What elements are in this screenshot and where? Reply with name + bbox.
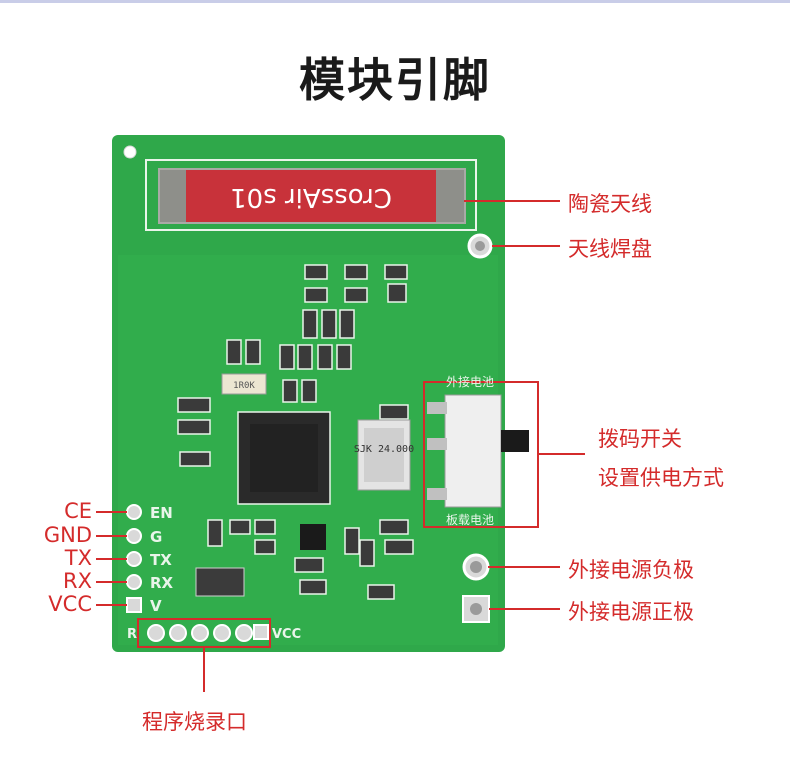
crystal-oscillator: SJK 24.000 [354, 419, 414, 491]
callout-dip-switch-line1: 拨码开关 [598, 427, 682, 451]
sensor-chip [300, 524, 326, 550]
callout-lines [96, 200, 585, 692]
callout-ceramic-antenna: 陶瓷天线 [568, 192, 652, 216]
crystal-label: SJK 24.000 [354, 444, 414, 455]
silk-pin-en: EN [150, 504, 173, 522]
antenna-silk-text: CrossAir s01 [230, 182, 392, 212]
pin-label-vcc: VCC [48, 592, 92, 616]
silk-header-vcc: VCC [272, 627, 301, 642]
callout-ext-power-positive: 外接电源正极 [568, 600, 694, 624]
smd-components [177, 264, 414, 600]
callout-antenna-pad: 天线焊盘 [568, 237, 652, 261]
inductor [195, 567, 245, 597]
silk-pin-g: G [150, 528, 162, 546]
switch-silk-top: 外接电池 [446, 374, 494, 389]
pin-label-ce: CE [64, 499, 92, 523]
silk-pin-rx: RX [150, 574, 174, 592]
top-divider [0, 0, 790, 3]
left-pin-pads [126, 504, 142, 613]
callout-ext-power-negative: 外接电源负极 [568, 558, 694, 582]
pin-label-tx: TX [64, 546, 92, 570]
resistor-label: 1R0K [233, 381, 255, 391]
silk-pin-tx: TX [150, 551, 172, 569]
main-ic [237, 411, 331, 505]
dip-switch: 外接电池 板载电池 [423, 374, 539, 528]
callout-dip-switch-line2: 设置供电方式 [598, 466, 724, 490]
switch-silk-bottom: 板载电池 [446, 513, 494, 527]
callout-programming-port: 程序烧录口 [142, 710, 247, 734]
silk-header-r: R [127, 627, 137, 642]
silk-pin-v: V [150, 597, 162, 615]
ceramic-antenna: CrossAir s01 [158, 168, 466, 224]
pin-label-rx: RX [63, 569, 92, 593]
page-title: 模块引脚 [299, 53, 491, 107]
pin-label-gnd: GND [43, 523, 92, 547]
mounting-hole [123, 145, 137, 159]
